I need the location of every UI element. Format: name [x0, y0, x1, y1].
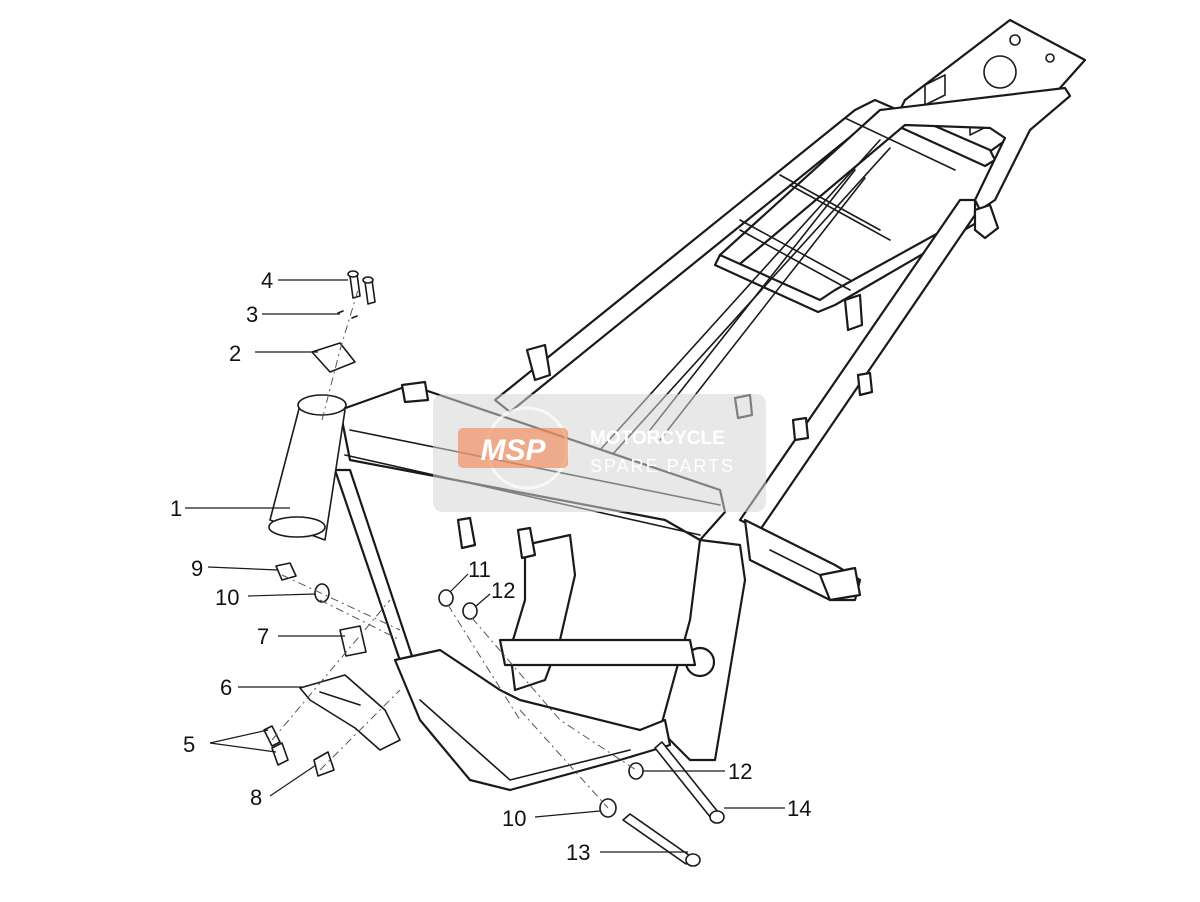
washer-12-lower	[628, 762, 644, 780]
callout-3: 3	[246, 302, 258, 327]
callout-10-lower: 10	[502, 806, 526, 831]
cross-tube	[739, 219, 851, 291]
washer-12	[462, 602, 478, 620]
upper-seat-rail-left	[493, 98, 997, 414]
screw-small	[313, 751, 335, 777]
callout-14: 14	[787, 796, 811, 821]
head-tube-top	[297, 394, 347, 416]
plate-slot	[924, 74, 946, 106]
frame-tab	[525, 343, 552, 382]
head-tube-bottom	[268, 516, 326, 538]
plate-hole	[1045, 53, 1055, 63]
bracket-detail	[319, 691, 361, 706]
callout-12-lower: 12	[728, 759, 752, 784]
rubber-block	[339, 625, 367, 657]
callout-2: 2	[229, 341, 241, 366]
callout-5: 5	[183, 732, 195, 757]
engine-mount-bracket	[508, 533, 577, 692]
callout-leaders	[185, 279, 785, 853]
washer-left	[314, 583, 330, 603]
watermark-line2: SPARE PARTS	[590, 456, 735, 476]
support-bracket	[299, 674, 401, 751]
frame-tab	[843, 293, 864, 332]
steering-head-tube	[268, 394, 347, 541]
watermark-box	[433, 394, 766, 512]
lower-cradle	[393, 648, 672, 792]
callout-7: 7	[257, 624, 269, 649]
washer-11	[438, 589, 454, 607]
bolt-long-13	[622, 813, 701, 867]
small-washers	[337, 310, 358, 319]
plate-hole	[1009, 34, 1021, 46]
cap-screws	[347, 270, 376, 305]
callout-11: 11	[468, 557, 491, 582]
callout-4: 4	[261, 268, 273, 293]
callout-1: 1	[170, 496, 182, 521]
bolt-long-14	[654, 741, 725, 824]
watermark: MSP MOTORCYCLE SPARE PARTS	[433, 394, 766, 512]
watermark-logo-bg	[458, 428, 568, 468]
watermark-line1: MOTORCYCLE	[590, 428, 725, 449]
bracket-slot	[769, 549, 821, 576]
cross-tube	[844, 117, 956, 171]
head-cap-plate	[311, 342, 356, 373]
plate-hole-large	[983, 55, 1017, 89]
callout-10-upper: 10	[215, 585, 239, 610]
frame-tab	[818, 566, 862, 602]
watermark-logo: MSP	[480, 434, 546, 467]
frame-tab	[791, 416, 810, 442]
frame-tab	[400, 380, 430, 404]
callout-8: 8	[250, 785, 262, 810]
callout-9: 9	[191, 556, 203, 581]
frame-tab	[456, 516, 477, 550]
bracket-screws	[263, 725, 289, 766]
frame-tab	[516, 526, 537, 560]
frame-tab	[856, 371, 874, 397]
callout-labels: 1 2 3 4 5 6 7 8 9 10 10 11 12 12 13 14	[170, 268, 811, 865]
cross-tube	[789, 184, 891, 241]
callout-12-upper: 12	[491, 578, 515, 603]
main-frame	[333, 293, 874, 792]
swingarm-cross-tube	[498, 638, 697, 667]
assembly-alignment-lines	[271, 289, 637, 809]
callout-6: 6	[220, 675, 232, 700]
cradle-edge	[419, 699, 631, 781]
rear-mount-tab	[973, 203, 1000, 240]
rubber-bush	[275, 562, 297, 581]
callout-13: 13	[566, 840, 590, 865]
